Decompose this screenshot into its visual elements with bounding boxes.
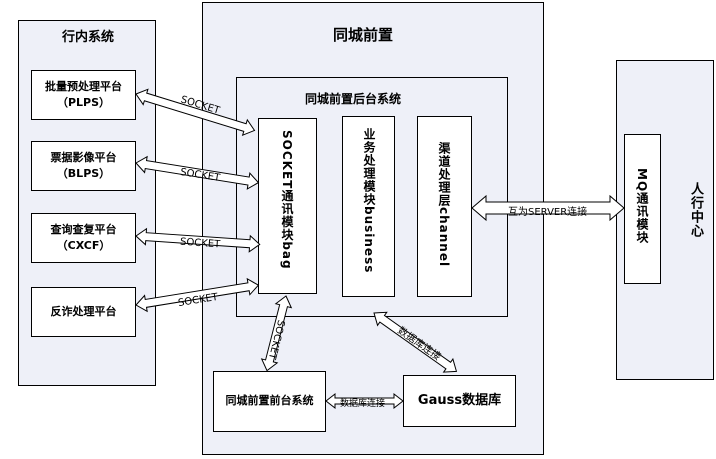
platform-plps-name: 批量预处理平台 — [45, 79, 122, 93]
db-arrow-diagonal — [373, 311, 458, 373]
platform-cxcf[interactable]: 查询查复平台 （CXCF） — [31, 213, 136, 263]
platform-blps-code: （BLPS） — [56, 167, 111, 180]
channel-module-label: 渠道处理层channel — [437, 142, 451, 268]
socket-arrow-4 — [135, 277, 260, 313]
socket-arrow-3 — [135, 227, 261, 253]
platform-cxcf-code: （CXCF） — [56, 239, 111, 252]
platform-antifraud-name: 反诈处理平台 — [50, 304, 117, 318]
front-title: 同城前置 — [333, 26, 394, 44]
platform-plps[interactable]: 批量预处理平台 （PLPS） — [31, 70, 136, 120]
db-arrow-horizontal — [325, 392, 404, 410]
frontend-system-label: 同城前置前台系统 — [225, 394, 314, 408]
frontend-system-box[interactable]: 同城前置前台系统 — [213, 371, 326, 432]
socket-module[interactable] — [258, 118, 317, 294]
business-module[interactable] — [342, 116, 395, 297]
mq-module-label: MQ通讯模块 — [635, 168, 649, 245]
server-label: 互为SERVER连接 — [508, 207, 588, 218]
platform-plps-code: （PLPS） — [56, 96, 111, 109]
channel-module[interactable] — [417, 116, 472, 297]
socket-module-label: SOCKET通讯模块bag — [280, 130, 294, 270]
business-module-label: 业务处理模块business — [362, 128, 376, 274]
socket-arrow-1 — [135, 88, 256, 137]
socket-arrow-2 — [135, 155, 260, 190]
platform-cxcf-name: 查询查复平台 — [50, 222, 117, 236]
platform-antifraud[interactable]: 反诈处理平台 — [31, 287, 136, 337]
center-title: 人行中心 — [688, 182, 703, 238]
socket-vertical-arrow — [260, 295, 293, 372]
mq-module[interactable] — [624, 134, 661, 284]
platform-blps-name: 票据影像平台 — [50, 150, 117, 164]
db-conn-label-horizontal: 数据库连接 — [340, 399, 386, 409]
gauss-db-label: Gauss数据库 — [417, 393, 502, 409]
gauss-db-box[interactable]: Gauss数据库 — [403, 375, 516, 427]
server-arrow — [471, 194, 625, 222]
inner-system-title: 行内系统 — [62, 30, 115, 45]
platform-blps[interactable]: 票据影像平台 （BLPS） — [31, 141, 136, 191]
backend-system-title: 同城前置后台系统 — [305, 92, 402, 106]
